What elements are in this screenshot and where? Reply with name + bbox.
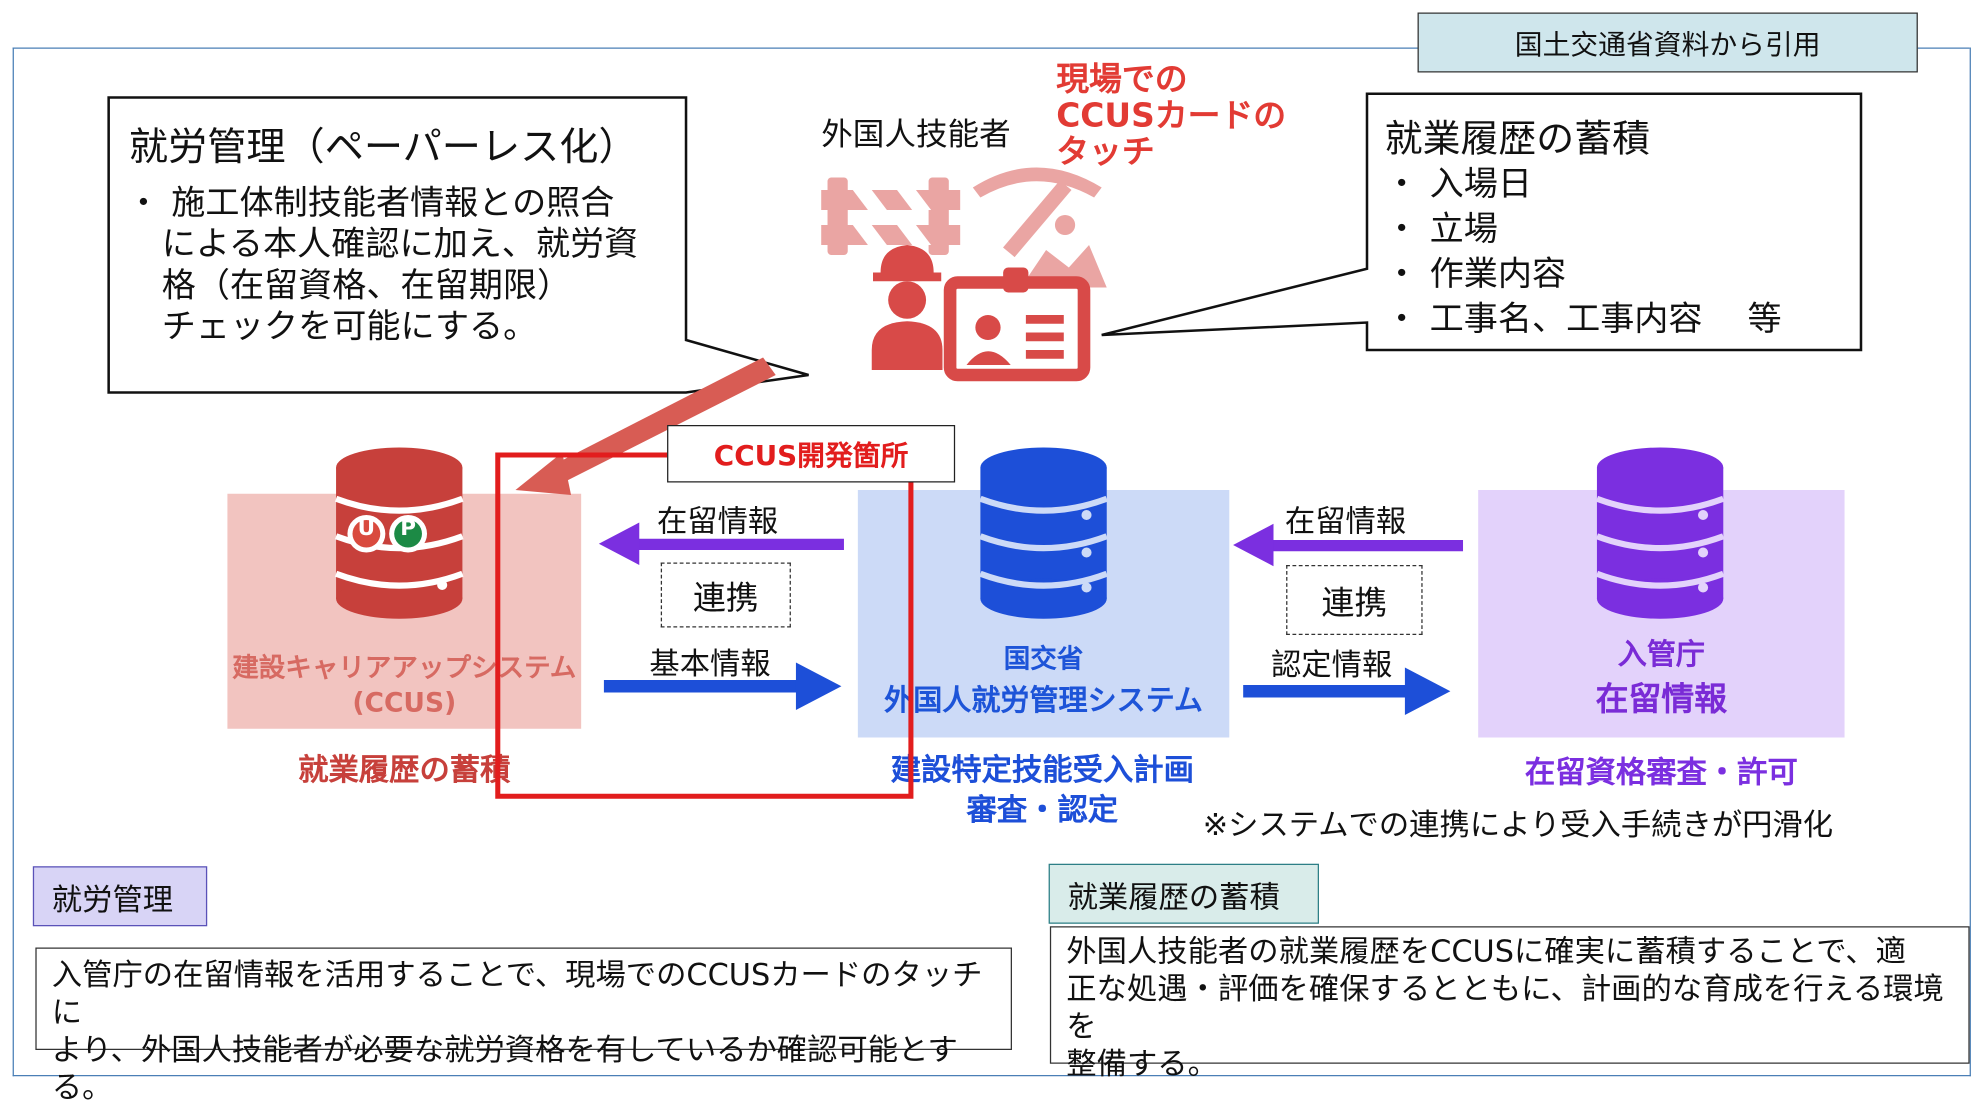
immigration-name-line: 入管庁: [1617, 638, 1705, 672]
outer-frame-top-right: [1915, 47, 1970, 49]
arrow-residence-to-ccus: [598, 522, 844, 565]
ccus-dev-area-label: CCUS開発箇所: [667, 425, 956, 483]
integration-note: ※システムでの連携により受入手続きが円滑化: [1202, 807, 1834, 843]
worker-icon: [821, 167, 1107, 382]
immigration-database-icon: [1595, 447, 1725, 619]
worker-label: 外国人技能者: [821, 116, 1011, 153]
callout-left-line: チェックを可能にする。: [161, 307, 538, 347]
right-cert-info-label: 認定情報: [1270, 647, 1393, 683]
callout-left-line: ・ 施工体制技能者情報との照合: [126, 183, 615, 223]
diagram-graphics: [107, 92, 1863, 619]
ccus-name-line: (CCUS): [352, 687, 457, 718]
card-touch-line: 現場での: [1056, 61, 1188, 99]
immigration-role: 在留資格審査・許可: [1524, 755, 1798, 790]
callout-right-body: ・ 入場日 ・ 立場 ・ 作業内容 ・ 工事名、工事内容 等: [1385, 163, 1852, 343]
source-note: 国土交通省資料から引用: [1417, 12, 1918, 73]
mlit-name-line: 国交省: [1003, 643, 1084, 674]
card-touch-line: CCUSカードの: [1056, 97, 1287, 135]
callout-right-shape: [1101, 92, 1863, 352]
ccus-database-icon: [334, 447, 464, 619]
ccus-logo-p: P: [400, 516, 416, 542]
callout-right-title: 就業履歴の蓄積: [1384, 117, 1651, 162]
callout-right-item: ・ 作業内容: [1384, 255, 1567, 294]
card-touch-label: 現場での CCUSカードの タッチ: [1056, 61, 1287, 172]
callout-right-item: ・ 工事名、工事内容 等: [1384, 300, 1782, 339]
mlit-name-line: 外国人就労管理システム: [884, 685, 1203, 718]
left-residence-label: 在留情報: [656, 503, 779, 539]
ccus-role: 就業履歴の蓄積: [298, 752, 511, 788]
card-touch-line: タッチ: [1056, 133, 1155, 172]
callout-left-line: 格（在留資格、在留期限）: [161, 266, 572, 305]
callout-left-title: 就労管理（ペーパーレス化）: [128, 125, 638, 170]
callout-right-item: ・ 入場日: [1384, 165, 1532, 204]
left-link-box: 連携: [660, 562, 791, 628]
labor-management-tag: 就労管理: [32, 866, 208, 927]
left-basic-info-label: 基本情報: [649, 646, 771, 682]
arrow-cert-to-immigration: [1243, 667, 1451, 715]
arrow-residence-to-mlit: [1233, 523, 1464, 567]
labor-desc-line: 入管庁の在留情報を活用することで、現場でのCCUSカードのタッチに: [51, 957, 983, 1031]
flow-arrows: [598, 522, 1464, 715]
mlit-system-name: 国交省 外国人就労管理システム: [858, 638, 1229, 723]
history-desc-line: 外国人技能者の就業履歴をCCUSに確実に蓄積することで、適: [1066, 933, 1907, 969]
ccus-name-line: 建設キャリアアップシステム: [232, 652, 577, 683]
work-history-tag: 就業履歴の蓄積: [1048, 863, 1319, 924]
diagram: 国土交通省資料から引用: [12, 12, 1971, 1105]
work-history-description: 外国人技能者の就業履歴をCCUSに確実に蓄積することで、適 正な処遇・評価を確保…: [1049, 926, 1970, 1081]
callout-left-shape: [107, 96, 809, 394]
immigration-system-name: 入管庁 在留情報: [1478, 633, 1844, 723]
ccus-system-name: 建設キャリアアップシステム (CCUS): [227, 650, 581, 720]
labor-management-description: 入管庁の在留情報を活用することで、現場でのCCUSカードのタッチに より、外国人…: [35, 947, 1012, 1105]
mlit-role-line: 建設特定技能受入計画: [890, 752, 1194, 788]
mlit-database-icon: [979, 447, 1108, 619]
labor-desc-line: より、外国人技能者が必要な就労資格を有しているか確認可能とする。: [51, 1032, 958, 1106]
mlit-role: 建設特定技能受入計画 審査・認定: [834, 750, 1251, 830]
arrow-basic-to-mlit: [603, 662, 842, 710]
immigration-name-line: 在留情報: [1595, 681, 1728, 719]
callout-left-body: ・ 施工体制技能者情報との照合 による本人確認に加え、就労資 格（在留資格、在留…: [126, 183, 682, 348]
right-residence-label: 在留情報: [1284, 503, 1407, 539]
right-link-box: 連携: [1286, 565, 1423, 635]
outer-frame: [12, 47, 1971, 1077]
outer-frame-top: [12, 47, 1421, 49]
history-desc-line: 整備する。: [1066, 1046, 1218, 1082]
ccus-logo-u: U: [357, 516, 376, 542]
callout-right-item: ・ 立場: [1384, 210, 1498, 249]
mlit-role-line: 審査・認定: [966, 792, 1119, 828]
history-desc-line: 正な処遇・評価を確保するとともに、計画的な育成を行える環境を: [1066, 971, 1944, 1044]
callout-left-line: による本人確認に加え、就労資: [161, 225, 639, 264]
ccus-dev-area-frame: [495, 452, 914, 799]
